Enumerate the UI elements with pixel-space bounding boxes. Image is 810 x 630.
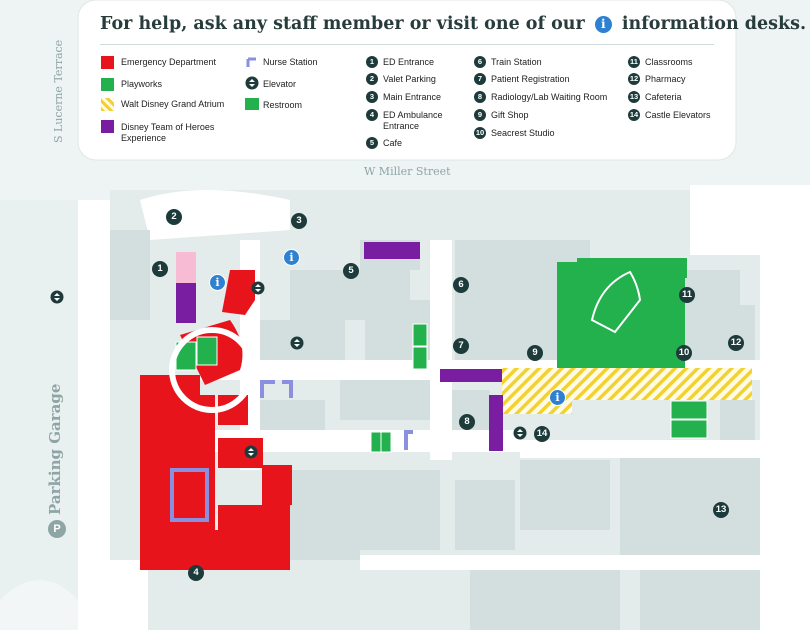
legend-panel <box>77 0 737 161</box>
map-marker-13[interactable]: 13 <box>713 502 729 518</box>
map-marker-8[interactable]: 8 <box>459 414 475 430</box>
ship-icon <box>590 270 642 334</box>
legend-num-7: 7 <box>474 73 486 85</box>
legend-patient-registration: Patient Registration <box>491 74 570 84</box>
garage-elevator-icon <box>50 290 64 304</box>
playworks-area <box>557 262 685 369</box>
legend-num-12: 12 <box>628 73 640 85</box>
legend-num-5: 5 <box>366 137 378 149</box>
legend-ed-ambulance: ED Ambulance Entrance <box>383 110 443 131</box>
legend-cafe: Cafe <box>383 138 403 148</box>
parking-garage-label: Parking Garage <box>46 383 64 515</box>
legend-ed-entrance: ED Entrance <box>383 57 435 67</box>
legend-radiology: Radiology/Lab Waiting Room <box>491 92 608 102</box>
map-marker-5[interactable]: 5 <box>343 263 359 279</box>
legend-valet-parking: Valet Parking <box>383 74 436 84</box>
header-divider <box>100 44 714 45</box>
map-marker-1[interactable]: 1 <box>152 261 168 277</box>
legend-num-11: 11 <box>628 56 640 68</box>
info-icon: i <box>594 16 612 33</box>
map-marker-9[interactable]: 9 <box>527 345 543 361</box>
legend-gift-shop: Gift Shop <box>491 110 529 120</box>
heroes-experience-area <box>176 242 503 451</box>
help-banner-text-before: For help, ask any staff member or visit … <box>100 14 585 34</box>
map-marker-12[interactable]: 12 <box>728 335 744 351</box>
legend-atrium: Walt Disney Grand Atrium <box>121 99 225 109</box>
legend-restroom: Restroom <box>263 100 303 110</box>
legend-emergency: Emergency Department <box>121 57 217 67</box>
parking-badge: P <box>48 520 66 538</box>
info-desk-icon[interactable]: i <box>283 249 300 266</box>
elevator-icon <box>251 281 265 295</box>
map-marker-7[interactable]: 7 <box>453 338 469 354</box>
info-desk-icon[interactable]: i <box>209 274 226 291</box>
legend-num-4: 4 <box>366 109 378 121</box>
legend-train-station: Train Station <box>491 57 542 67</box>
legend-seacrest-studio: Seacrest Studio <box>491 128 555 138</box>
legend-cafeteria: Cafeteria <box>645 92 682 102</box>
map-marker-3[interactable]: 3 <box>291 213 307 229</box>
map-marker-11[interactable]: 11 <box>679 287 695 303</box>
legend-num-3: 3 <box>366 91 378 103</box>
grand-atrium-area <box>502 368 752 414</box>
legend-playworks: Playworks <box>121 79 163 89</box>
restroom-icon <box>245 98 259 110</box>
street-north: W Miller Street <box>364 165 451 178</box>
playworks-swatch <box>101 78 114 91</box>
legend-castle-elevators: Castle Elevators <box>645 110 711 120</box>
map-marker-4[interactable]: 4 <box>188 565 204 581</box>
legend-num-8: 8 <box>474 91 486 103</box>
map-marker-10[interactable]: 10 <box>676 345 692 361</box>
legend-pharmacy: Pharmacy <box>645 74 686 84</box>
help-banner: For help, ask any staff member or visit … <box>100 14 806 34</box>
map-marker-14[interactable]: 14 <box>534 426 550 442</box>
map-marker-6[interactable]: 6 <box>453 277 469 293</box>
legend-classrooms: Classrooms <box>645 57 693 67</box>
legend-heroes: Disney Team of Heroes Experience <box>121 122 215 143</box>
nurse-station-icon <box>246 57 256 67</box>
heroes-swatch <box>101 120 114 133</box>
elevator-icon <box>513 426 527 440</box>
legend-nurse-station: Nurse Station <box>263 57 318 67</box>
emergency-swatch <box>101 56 114 69</box>
elevator-icon <box>244 445 258 459</box>
legend-num-6: 6 <box>474 56 486 68</box>
help-banner-text-after: information desks. <box>621 14 807 34</box>
legend-elevator: Elevator <box>263 79 297 89</box>
info-desk-icon[interactable]: i <box>549 389 566 406</box>
elevator-icon <box>290 336 304 350</box>
legend-num-9: 9 <box>474 109 486 121</box>
street-west: S Lucerne Terrace <box>52 39 65 143</box>
map-marker-2[interactable]: 2 <box>166 209 182 225</box>
legend-num-1: 1 <box>366 56 378 68</box>
legend-main-entrance: Main Entrance <box>383 92 442 102</box>
legend-num-10: 10 <box>474 127 486 139</box>
legend-num-14: 14 <box>628 109 640 121</box>
legend-num-2: 2 <box>366 73 378 85</box>
atrium-swatch <box>101 98 114 111</box>
legend-num-13: 13 <box>628 91 640 103</box>
elevator-icon <box>245 76 259 90</box>
